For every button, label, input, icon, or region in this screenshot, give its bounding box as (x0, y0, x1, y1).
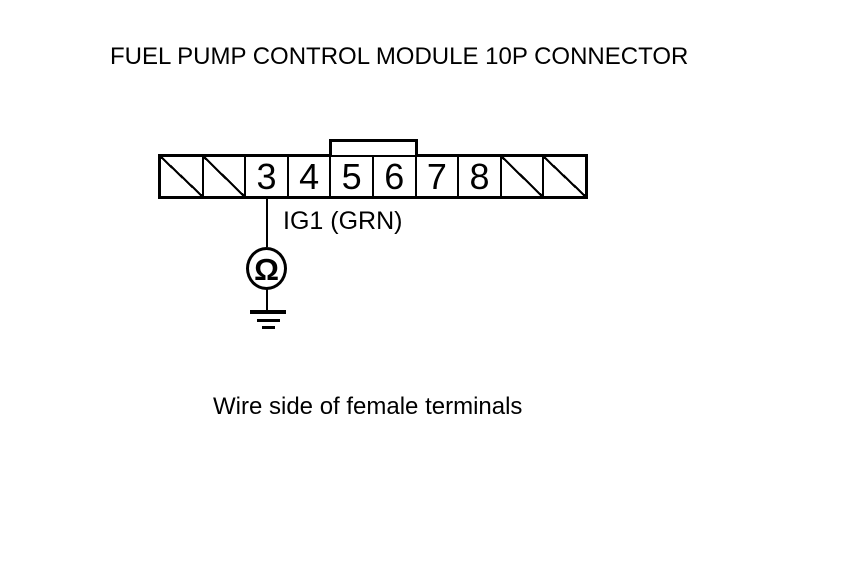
pin-cell-5: 5 (331, 157, 374, 196)
diagram-title: FUEL PUMP CONTROL MODULE 10P CONNECTOR (110, 43, 689, 70)
pin-cell-4: 4 (289, 157, 332, 196)
ground-bar-top (250, 310, 286, 314)
pin-label: 3 (256, 156, 277, 197)
wire-label-ig1: IG1 (GRN) (283, 207, 403, 235)
ground-bar-middle (256, 319, 280, 322)
ohm-symbol: Ω (254, 252, 279, 287)
wire-to-ground (266, 289, 268, 311)
pin-cell-blank-2 (203, 157, 247, 196)
ground-icon (250, 310, 286, 329)
connector-lock-tab (329, 139, 418, 157)
pin-cell-8: 8 (459, 157, 502, 196)
pin-label: 5 (341, 156, 362, 197)
pin-label: 6 (384, 156, 405, 197)
pin-label: 7 (426, 156, 447, 197)
pin-label: 4 (299, 156, 320, 197)
pin-cell-blank-1 (161, 157, 204, 196)
ohmmeter-icon: Ω (246, 247, 287, 290)
ground-bar-bottom (261, 326, 275, 329)
pin-cell-3: 3 (246, 157, 289, 196)
caption-text: Wire side of female terminals (213, 393, 523, 420)
connector-body: 3 4 5 6 7 8 (158, 154, 588, 199)
wire-from-pin-3 (266, 199, 268, 247)
pin-cell-6: 6 (374, 157, 417, 196)
pin-cell-7: 7 (417, 157, 460, 196)
pin-cell-blank-10 (544, 157, 585, 196)
pin-cell-blank-9 (501, 157, 545, 196)
pin-label: 8 (469, 156, 490, 197)
